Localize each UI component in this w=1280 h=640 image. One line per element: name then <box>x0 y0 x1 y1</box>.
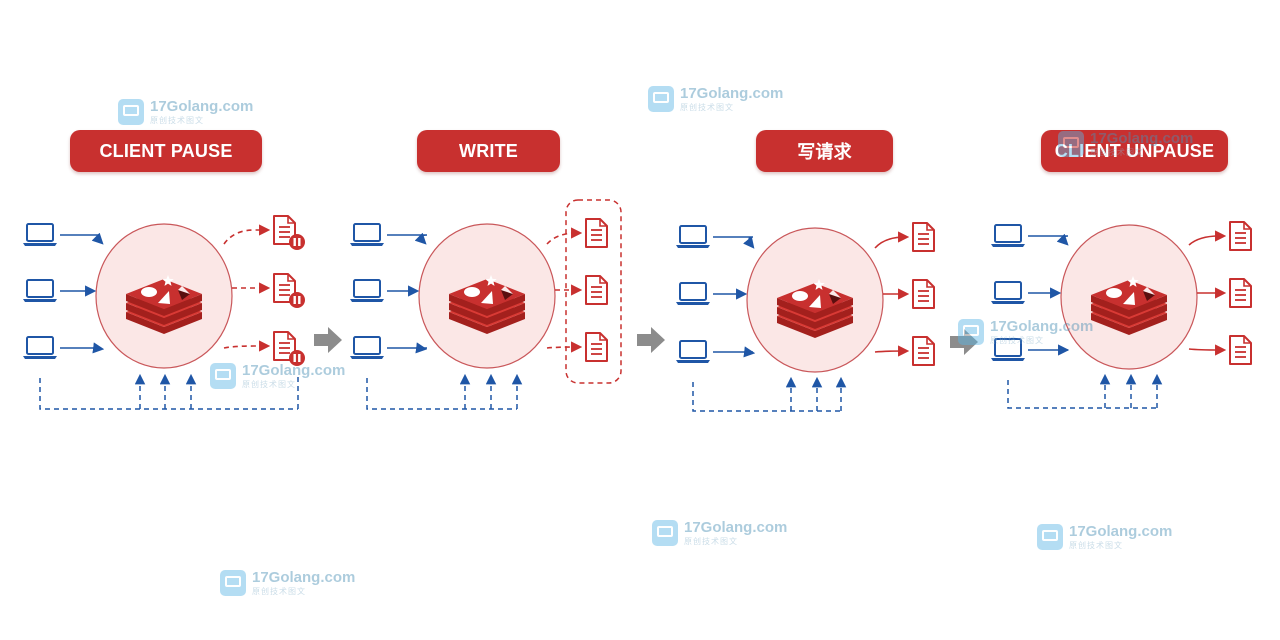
document-icon <box>1229 335 1252 365</box>
client-laptop-icon <box>23 223 57 246</box>
server-response-arrow <box>874 345 910 357</box>
document-icon <box>912 222 935 252</box>
pause-icon <box>289 292 305 308</box>
server-response-arrow <box>223 224 271 245</box>
client-request-arrow <box>60 342 105 354</box>
document-icon <box>912 336 935 366</box>
server-response-arrow <box>1188 344 1227 356</box>
client-request-arrow <box>713 236 755 249</box>
feedback-bus-line <box>366 378 517 410</box>
document-icon <box>273 331 296 361</box>
client-laptop-icon <box>23 279 57 302</box>
document-icon <box>585 332 608 362</box>
document-icon <box>273 215 296 245</box>
client-laptop-icon <box>350 279 384 302</box>
pause-icon <box>289 234 305 250</box>
client-request-arrow <box>1028 233 1069 246</box>
server-response-arrow <box>546 341 583 353</box>
client-laptop-icon <box>23 336 57 359</box>
client-laptop-icon <box>991 224 1025 247</box>
feedback-bus-line <box>692 382 841 412</box>
document-icon <box>912 279 935 309</box>
client-request-arrow <box>60 232 104 245</box>
client-request-arrow <box>387 232 428 245</box>
stage-2 <box>676 222 935 412</box>
feedback-bus-line <box>39 378 298 410</box>
stage-title-client-unpause: CLIENT UNPAUSE <box>1041 130 1228 172</box>
document-icon <box>585 218 608 248</box>
client-laptop-icon <box>991 281 1025 304</box>
document-icon <box>1229 278 1252 308</box>
client-laptop-icon <box>676 282 710 305</box>
client-request-arrow <box>713 346 756 358</box>
document-icon <box>273 273 296 303</box>
client-laptop-icon <box>676 225 710 248</box>
stage-title-write: WRITE <box>417 130 560 172</box>
write-buffer-box <box>565 199 622 384</box>
redis-logo-icon <box>1091 276 1167 335</box>
stage-title-write-request: 写请求 <box>756 130 893 172</box>
stage-0 <box>23 215 305 410</box>
document-icon <box>1229 221 1252 251</box>
stage-transition-arrow <box>637 327 665 353</box>
client-laptop-icon <box>350 223 384 246</box>
server-response-arrow <box>546 227 583 245</box>
redis-logo-icon <box>777 279 853 338</box>
client-laptop-icon <box>991 338 1025 361</box>
stage-3 <box>991 221 1252 409</box>
server-response-arrow <box>223 340 271 352</box>
stage-transition-arrow <box>950 329 978 355</box>
client-request-arrow <box>387 342 428 354</box>
redis-logo-icon <box>126 275 202 334</box>
server-response-arrow <box>1188 230 1227 246</box>
server-response-arrow <box>874 231 910 249</box>
stage-title-client-pause: CLIENT PAUSE <box>70 130 262 172</box>
stage-transition-arrow <box>314 327 342 353</box>
document-icon <box>585 275 608 305</box>
feedback-bus-line <box>1007 380 1157 409</box>
stage-1 <box>350 199 622 410</box>
redis-logo-icon <box>449 275 525 334</box>
client-laptop-icon <box>350 336 384 359</box>
client-laptop-icon <box>676 340 710 363</box>
pause-icon <box>289 350 305 366</box>
